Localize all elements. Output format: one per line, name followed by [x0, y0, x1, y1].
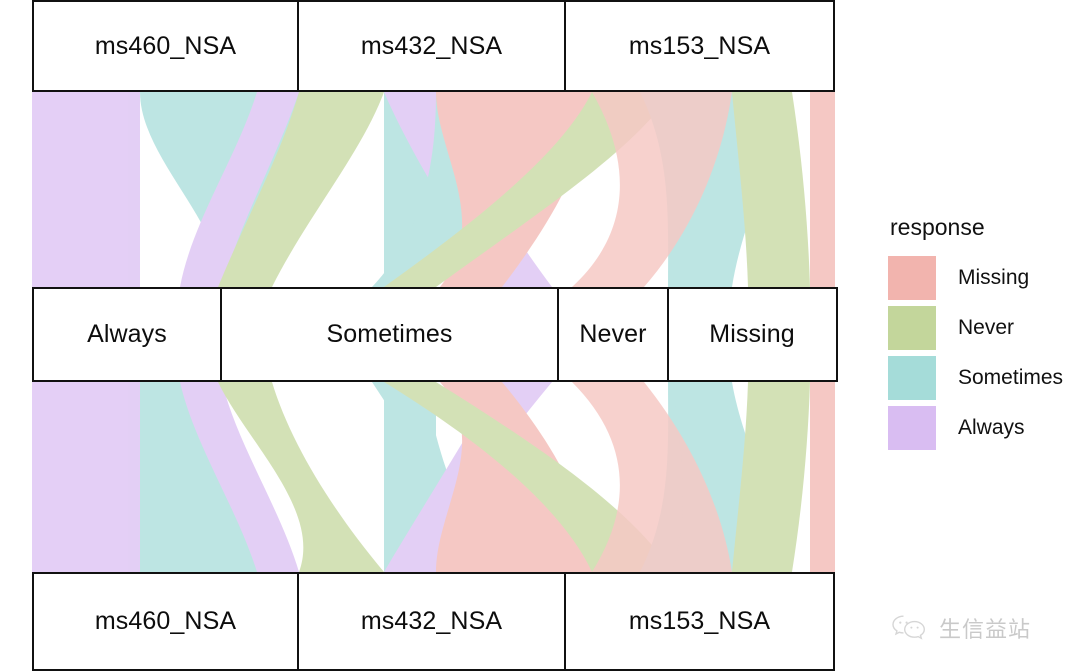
legend-item-sometimes[interactable]: Sometimes: [888, 355, 1080, 401]
legend-swatch-never: [888, 306, 936, 350]
stratum-label: ms153_NSA: [628, 607, 771, 635]
stratum-label: ms460_NSA: [94, 31, 237, 60]
legend-label: Always: [958, 416, 1025, 439]
legend-swatch-missing: [888, 256, 936, 300]
stratum-missing[interactable]: Missing: [666, 287, 838, 382]
bottom-axis-stratum-row: ms460_NSA ms432_NSA ms153_NSA: [32, 572, 835, 671]
legend-label: Never: [958, 316, 1015, 339]
legend-item-missing[interactable]: Missing: [888, 255, 1080, 301]
stratum-bottom-ms153[interactable]: ms153_NSA: [564, 572, 835, 671]
wechat-icon: [890, 613, 930, 643]
stratum-label: ms460_NSA: [94, 607, 237, 635]
alluvium-svg-upper: [32, 92, 835, 287]
legend-swatch-always: [888, 406, 936, 450]
top-axis-stratum-row: ms460_NSA ms432_NSA ms153_NSA: [32, 0, 835, 92]
legend: response Missing Never Sometimes Always: [888, 214, 1080, 455]
alluvium-band-lower: [32, 382, 835, 572]
stratum-label: Always: [87, 320, 167, 348]
stratum-top-ms153[interactable]: ms153_NSA: [564, 0, 835, 92]
stratum-bottom-ms432[interactable]: ms432_NSA: [296, 572, 567, 671]
stratum-always[interactable]: Always: [32, 287, 222, 382]
stratum-top-ms432[interactable]: ms432_NSA: [296, 0, 567, 92]
stratum-label: Never: [579, 320, 647, 348]
stratum-sometimes[interactable]: Sometimes: [219, 287, 560, 382]
alluvium-svg-lower: [32, 382, 835, 572]
legend-label: Sometimes: [958, 366, 1064, 389]
middle-stratum-row: Always Sometimes Never Missing: [32, 287, 838, 382]
stratum-label: ms432_NSA: [360, 607, 503, 635]
stratum-label: ms153_NSA: [628, 31, 771, 60]
legend-label: Missing: [958, 266, 1030, 289]
stratum-label: ms432_NSA: [360, 31, 503, 60]
stratum-never[interactable]: Never: [557, 287, 669, 382]
legend-item-always[interactable]: Always: [888, 405, 1080, 451]
stratum-label: Sometimes: [326, 320, 453, 348]
watermark: 生信益站: [890, 612, 1031, 644]
legend-item-never[interactable]: Never: [888, 305, 1080, 351]
stratum-top-ms460[interactable]: ms460_NSA: [32, 0, 299, 92]
stratum-bottom-ms460[interactable]: ms460_NSA: [32, 572, 299, 671]
alluvial-plot: ms460_NSA ms432_NSA ms153_NSA: [32, 0, 838, 671]
legend-swatch-sometimes: [888, 356, 936, 400]
watermark-text: 生信益站: [939, 618, 1032, 643]
stratum-label: Missing: [709, 320, 795, 348]
legend-title: response: [890, 214, 985, 240]
alluvium-band-upper: [32, 92, 835, 287]
